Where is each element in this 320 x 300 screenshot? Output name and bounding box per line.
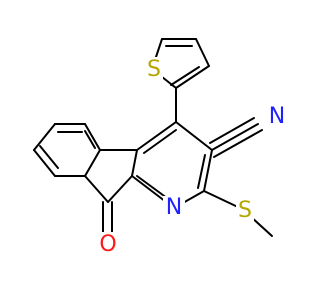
pyridine-double-bond [143, 129, 177, 154]
pyridine-nitrogen-label: N [166, 195, 182, 220]
ketone-oxygen-label-background [96, 232, 118, 258]
five-ring-bond [84, 175, 109, 203]
benzene-ring-bond [84, 149, 101, 177]
thioether-sulfur-label-background [236, 199, 254, 223]
thiophene-double-bond [170, 66, 200, 86]
thioether-sulfur-label: S [238, 198, 252, 223]
atom-label-layer: S N N S O [96, 57, 287, 258]
pyridine-double-bond [197, 154, 206, 189]
five-ring-bond [131, 149, 138, 177]
benzene-double-bond [39, 145, 59, 169]
nitrile-bond [209, 117, 255, 144]
thiophene-ring-bond [175, 65, 210, 89]
molecule-diagram: S N N S O [33, 38, 287, 258]
benzene-ring-bond [84, 123, 101, 151]
pyridine-ring-bond [203, 149, 213, 192]
nitrile-bond [211, 123, 259, 151]
thiophene-sulfur-label: S [147, 57, 161, 82]
thioether-bond [203, 190, 241, 209]
five-ring-bond [107, 175, 133, 203]
benzene-double-bond [84, 130, 96, 149]
pyridine-ring-bond [136, 121, 177, 151]
thiophene-ring-bond [195, 38, 210, 67]
thiophene-sulfur-label-background [145, 57, 163, 81]
pyridine-nitrogen-label-background [163, 196, 185, 220]
benzene-ring-bond [33, 149, 56, 177]
pyridine-ring-bond [175, 121, 213, 151]
nitrile-nitrogen-label-background [267, 105, 287, 129]
bond-layer [33, 38, 273, 237]
ketone-oxygen-label: O [99, 232, 116, 257]
structure-drawing: S N N S O [33, 38, 287, 258]
benzene-ring-bond [33, 123, 56, 151]
nitrile-nitrogen-label: N [269, 104, 285, 129]
nitrile-bond [213, 129, 263, 158]
